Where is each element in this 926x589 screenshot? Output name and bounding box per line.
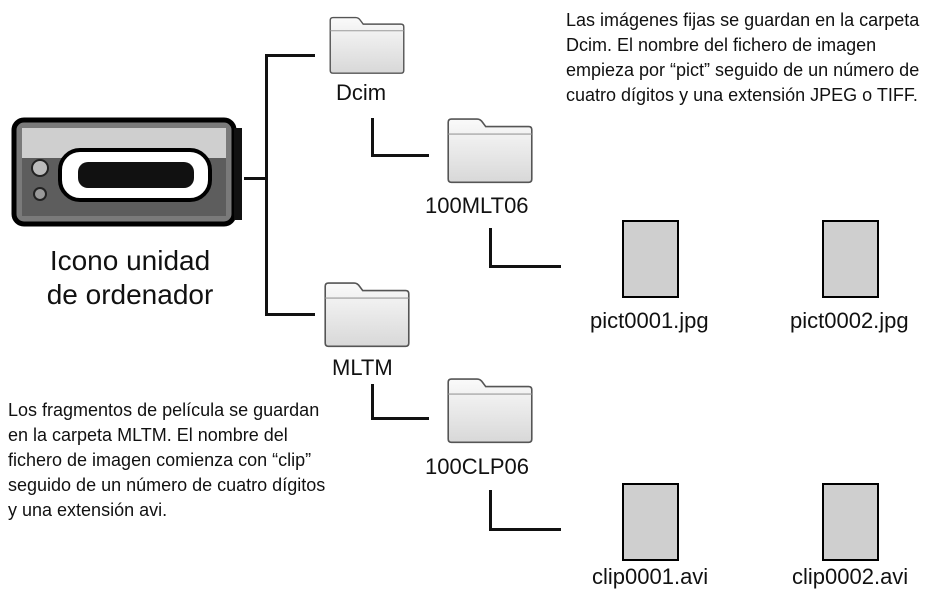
connector (489, 228, 492, 268)
drive-caption-line2: de ordenador (46, 279, 214, 310)
connector (371, 417, 429, 420)
drive-caption: Icono unidad de ordenador (10, 244, 250, 312)
file-icon[interactable] (622, 483, 679, 561)
file-label-pict0001: pict0001.jpg (590, 308, 709, 333)
connector (371, 384, 374, 420)
file-icon[interactable] (622, 220, 679, 298)
drive-caption-line1: Icono unidad (49, 245, 211, 276)
connector (489, 528, 561, 531)
folder-icon[interactable] (445, 370, 535, 446)
file-label-pict0002: pict0002.jpg (790, 308, 909, 333)
folder-label-100mlt06: 100MLT06 (425, 193, 529, 218)
file-icon[interactable] (822, 220, 879, 298)
description-stills: Las imágenes fijas se guardan en la carp… (566, 10, 920, 105)
description-movies: Los fragmentos de película se guardan en… (8, 400, 326, 520)
file-icon[interactable] (822, 483, 879, 561)
connector (371, 118, 374, 156)
file-label-clip0001: clip0001.avi (592, 564, 709, 589)
folder-label-100clp06: 100CLP06 (425, 454, 529, 479)
connector (244, 177, 268, 180)
connector (265, 54, 315, 57)
folder-icon[interactable] (322, 10, 412, 76)
folder-icon[interactable] (445, 110, 535, 186)
connector (489, 490, 492, 530)
connector (489, 265, 561, 268)
computer-drive-icon (6, 112, 246, 232)
connector (265, 313, 315, 316)
folder-icon[interactable] (322, 274, 412, 350)
folder-label-mltm: MLTM (332, 355, 393, 380)
folder-label-dcim: Dcim (336, 80, 387, 105)
connector (371, 154, 429, 157)
connector (265, 54, 268, 316)
file-label-clip0002: clip0002.avi (792, 564, 909, 589)
